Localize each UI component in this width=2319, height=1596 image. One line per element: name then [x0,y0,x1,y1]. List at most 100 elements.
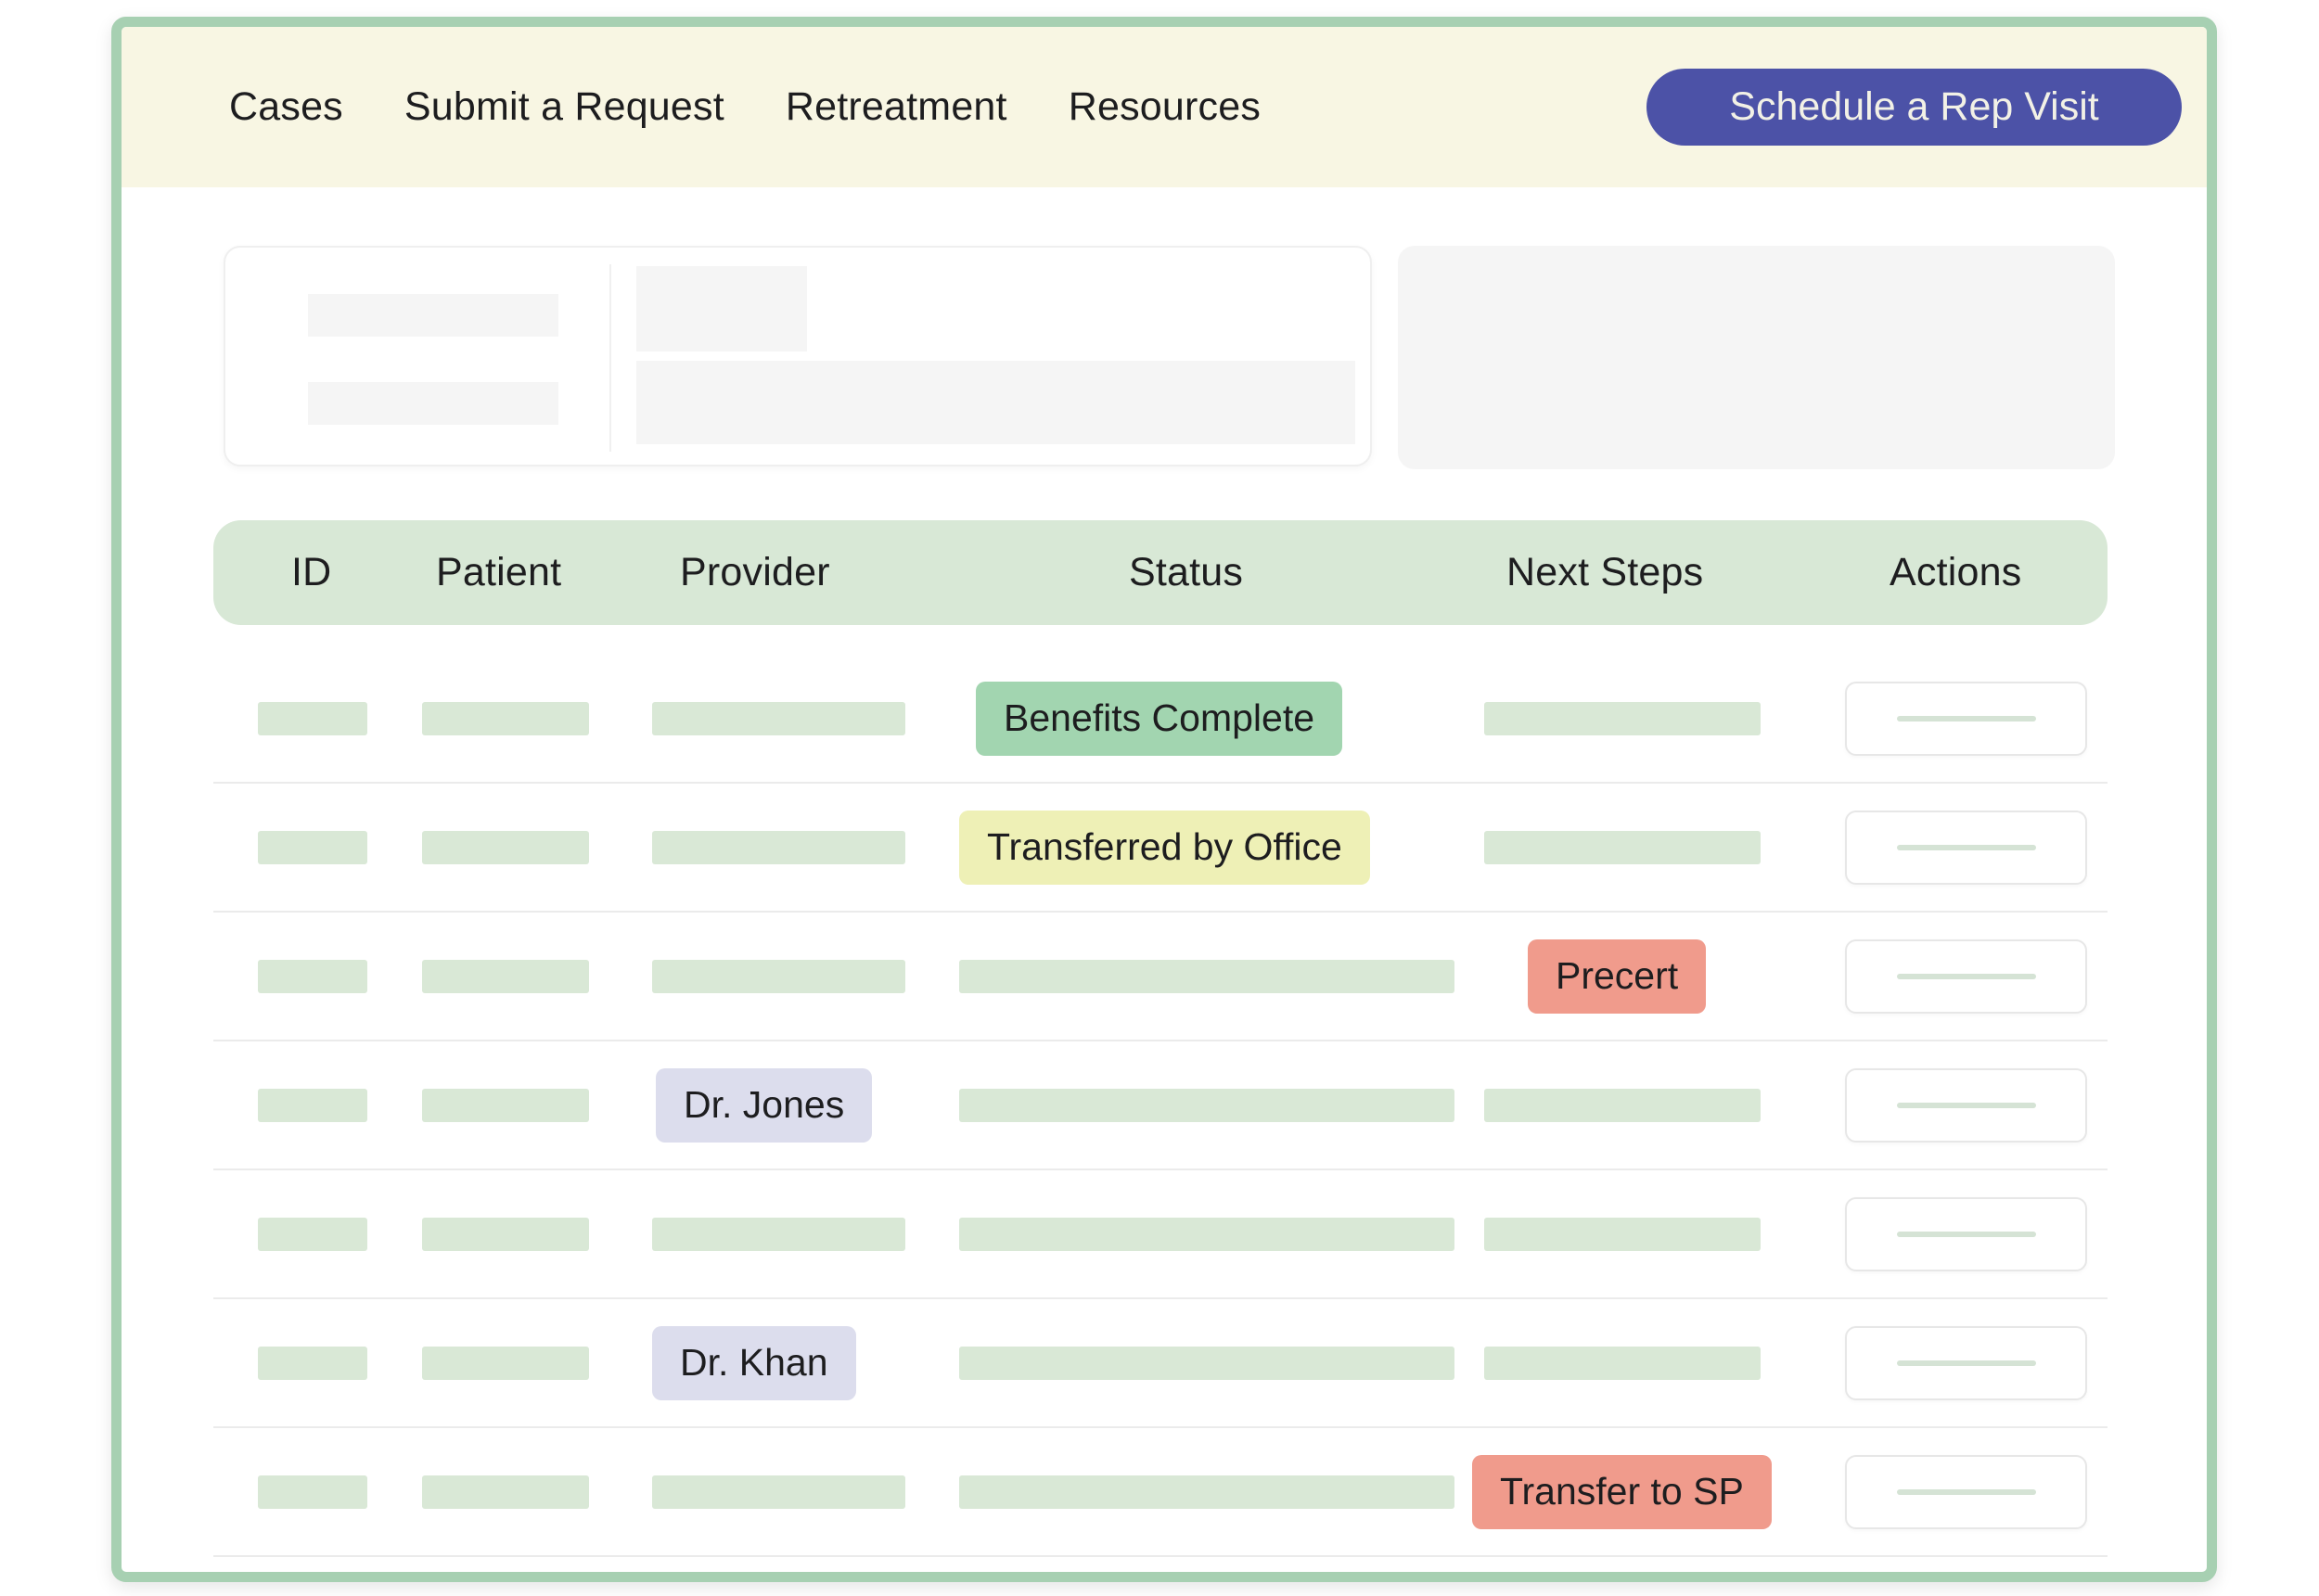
provider-chip: Dr. Jones [656,1067,873,1143]
row-action-button[interactable] [1845,1454,2087,1529]
status-cell [959,1475,1454,1509]
nav-item-retreatment[interactable]: Retreatment [785,84,1007,129]
next-placeholder-bar [1484,1088,1761,1122]
row-action-button[interactable] [1845,810,2087,885]
row-action-button[interactable] [1845,681,2087,756]
action-label-placeholder [1896,844,2036,850]
table-row: Dr. Jones [213,1041,2108,1170]
provider-cell [652,830,905,864]
status-cell [959,959,1454,993]
id-placeholder-bar [258,959,367,993]
patient-cell [422,830,589,864]
next-placeholder-bar [1484,701,1761,735]
status-cell: Transferred by Office [959,810,1454,885]
row-action-button[interactable] [1845,1067,2087,1143]
status-placeholder-bar [959,1346,1454,1380]
provider-cell: Dr. Khan [652,1325,905,1400]
patient-cell [422,959,589,993]
next-cell [1484,1088,1761,1122]
skeleton-bar-wide [636,361,1355,444]
patient-cell [422,1346,589,1380]
status-placeholder-bar [959,1217,1454,1251]
table-row: Benefits Complete [213,655,2108,784]
provider-chip: Dr. Khan [652,1325,856,1400]
provider-cell: Dr. Jones [652,1067,905,1143]
actions-cell [1845,938,2087,1014]
action-label-placeholder [1896,1102,2036,1108]
table-row: Transferred by Office [213,784,2108,913]
row-action-button[interactable] [1845,1325,2087,1400]
column-header-status: Status [1129,550,1244,594]
provider-placeholder-bar [652,701,905,735]
row-action-button[interactable] [1845,938,2087,1014]
patient-placeholder-bar [422,1475,589,1509]
patient-placeholder-bar [422,1217,589,1251]
skeleton-bar [308,294,558,337]
nav-links: Cases Submit a Request Retreatment Resou… [229,84,1261,130]
status-placeholder-bar [959,959,1454,993]
next-cell: Transfer to SP [1472,1454,1772,1529]
table-row: Transfer to SP [213,1428,2108,1557]
next-chip: Transfer to SP [1472,1454,1772,1529]
skeleton-bar [308,382,558,425]
next-cell [1484,701,1761,735]
app-window: Cases Submit a Request Retreatment Resou… [111,17,2217,1582]
side-panel-skeleton [1398,246,2115,469]
id-cell [258,959,367,993]
id-placeholder-bar [258,1475,367,1509]
cases-table: ID Patient Provider Status Next Steps Ac… [213,520,2108,1557]
id-cell [258,1475,367,1509]
id-placeholder-bar [258,701,367,735]
status-chip: Transferred by Office [959,810,1370,885]
patient-placeholder-bar [422,830,589,864]
provider-placeholder-bar [652,1475,905,1509]
top-navbar: Cases Submit a Request Retreatment Resou… [122,27,2207,187]
actions-cell [1845,1325,2087,1400]
provider-cell [652,959,905,993]
action-label-placeholder [1896,1231,2036,1237]
patient-cell [422,1217,589,1251]
status-cell [959,1217,1454,1251]
id-cell [258,1088,367,1122]
patient-cell [422,701,589,735]
action-label-placeholder [1896,973,2036,979]
patient-cell [422,1475,589,1509]
status-cell [959,1346,1454,1380]
nav-item-resources[interactable]: Resources [1068,84,1262,129]
patient-placeholder-bar [422,1346,589,1380]
id-cell [258,1346,367,1380]
summary-card-skeleton [224,246,1372,466]
status-placeholder-bar [959,1088,1454,1122]
nav-item-submit-a-request[interactable]: Submit a Request [404,84,724,129]
status-cell [959,1088,1454,1122]
patient-cell [422,1088,589,1122]
id-placeholder-bar [258,1088,367,1122]
patient-placeholder-bar [422,959,589,993]
status-chip: Benefits Complete [976,681,1343,756]
provider-cell [652,701,905,735]
id-cell [258,830,367,864]
actions-cell [1845,681,2087,756]
actions-cell [1845,1067,2087,1143]
nav-item-cases[interactable]: Cases [229,84,343,129]
next-placeholder-bar [1484,1217,1761,1251]
column-header-id: ID [291,550,332,594]
next-placeholder-bar [1484,1346,1761,1380]
patient-placeholder-bar [422,1088,589,1122]
id-cell [258,1217,367,1251]
next-cell [1484,830,1761,864]
id-cell [258,701,367,735]
next-chip: Precert [1528,938,1707,1014]
row-action-button[interactable] [1845,1196,2087,1271]
table-row: Dr. Khan [213,1299,2108,1428]
column-header-provider: Provider [680,550,830,594]
schedule-rep-visit-button[interactable]: Schedule a Rep Visit [1646,69,2182,146]
next-cell [1484,1217,1761,1251]
provider-cell [652,1217,905,1251]
id-placeholder-bar [258,1217,367,1251]
table-row [213,1170,2108,1299]
id-placeholder-bar [258,830,367,864]
provider-cell [652,1475,905,1509]
action-label-placeholder [1896,1360,2036,1366]
